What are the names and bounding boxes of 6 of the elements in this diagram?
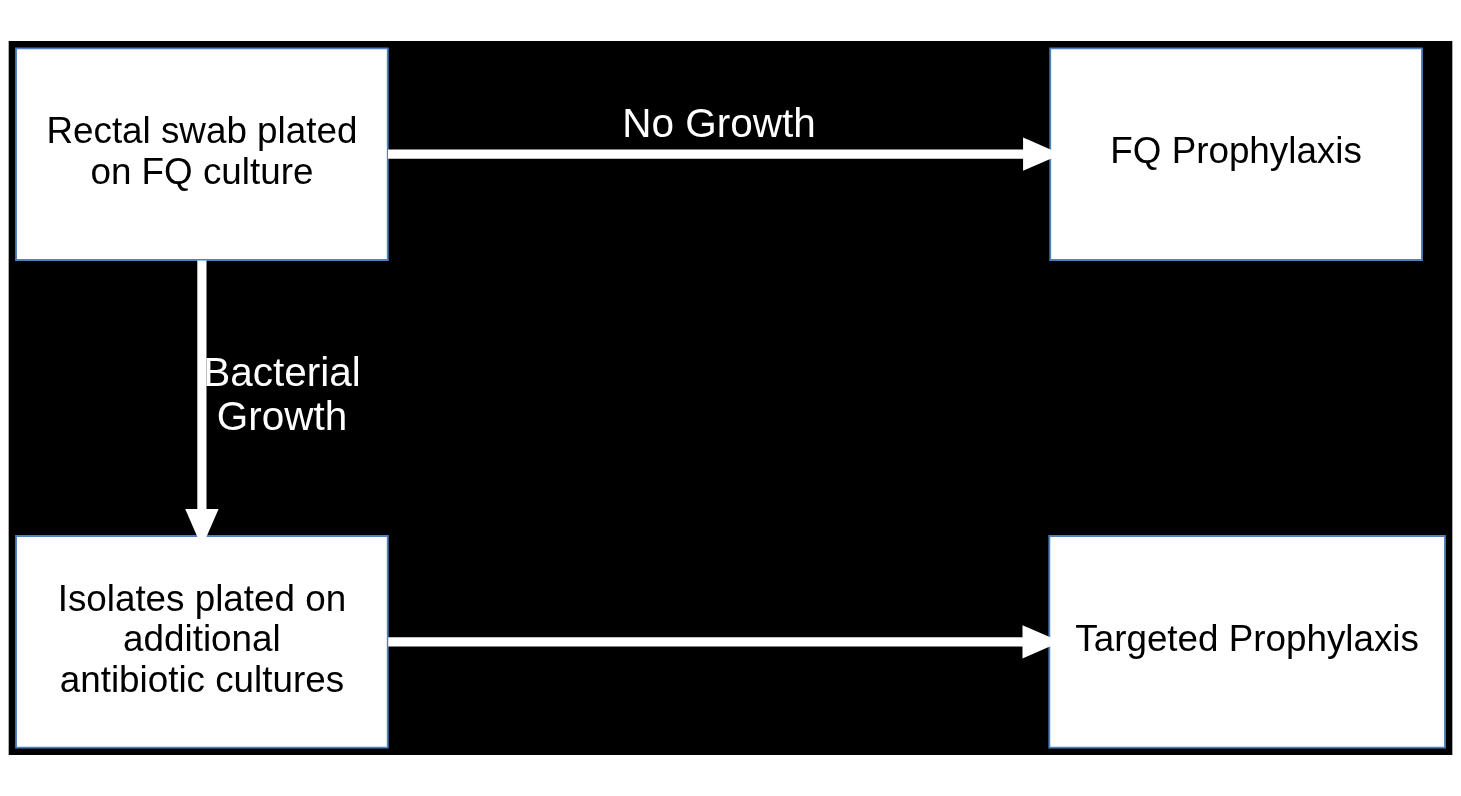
edge-label: No Growth [622,99,816,146]
node-box: Rectal swab plated on FQ culture [15,47,389,261]
edge-label: Bacterial Growth [203,349,361,440]
node-box: FQ Prophylaxis [1049,47,1423,261]
node-box: Targeted Prophylaxis [1048,535,1446,749]
node-box: Isolates plated on additional antibiotic cultures [15,535,389,749]
